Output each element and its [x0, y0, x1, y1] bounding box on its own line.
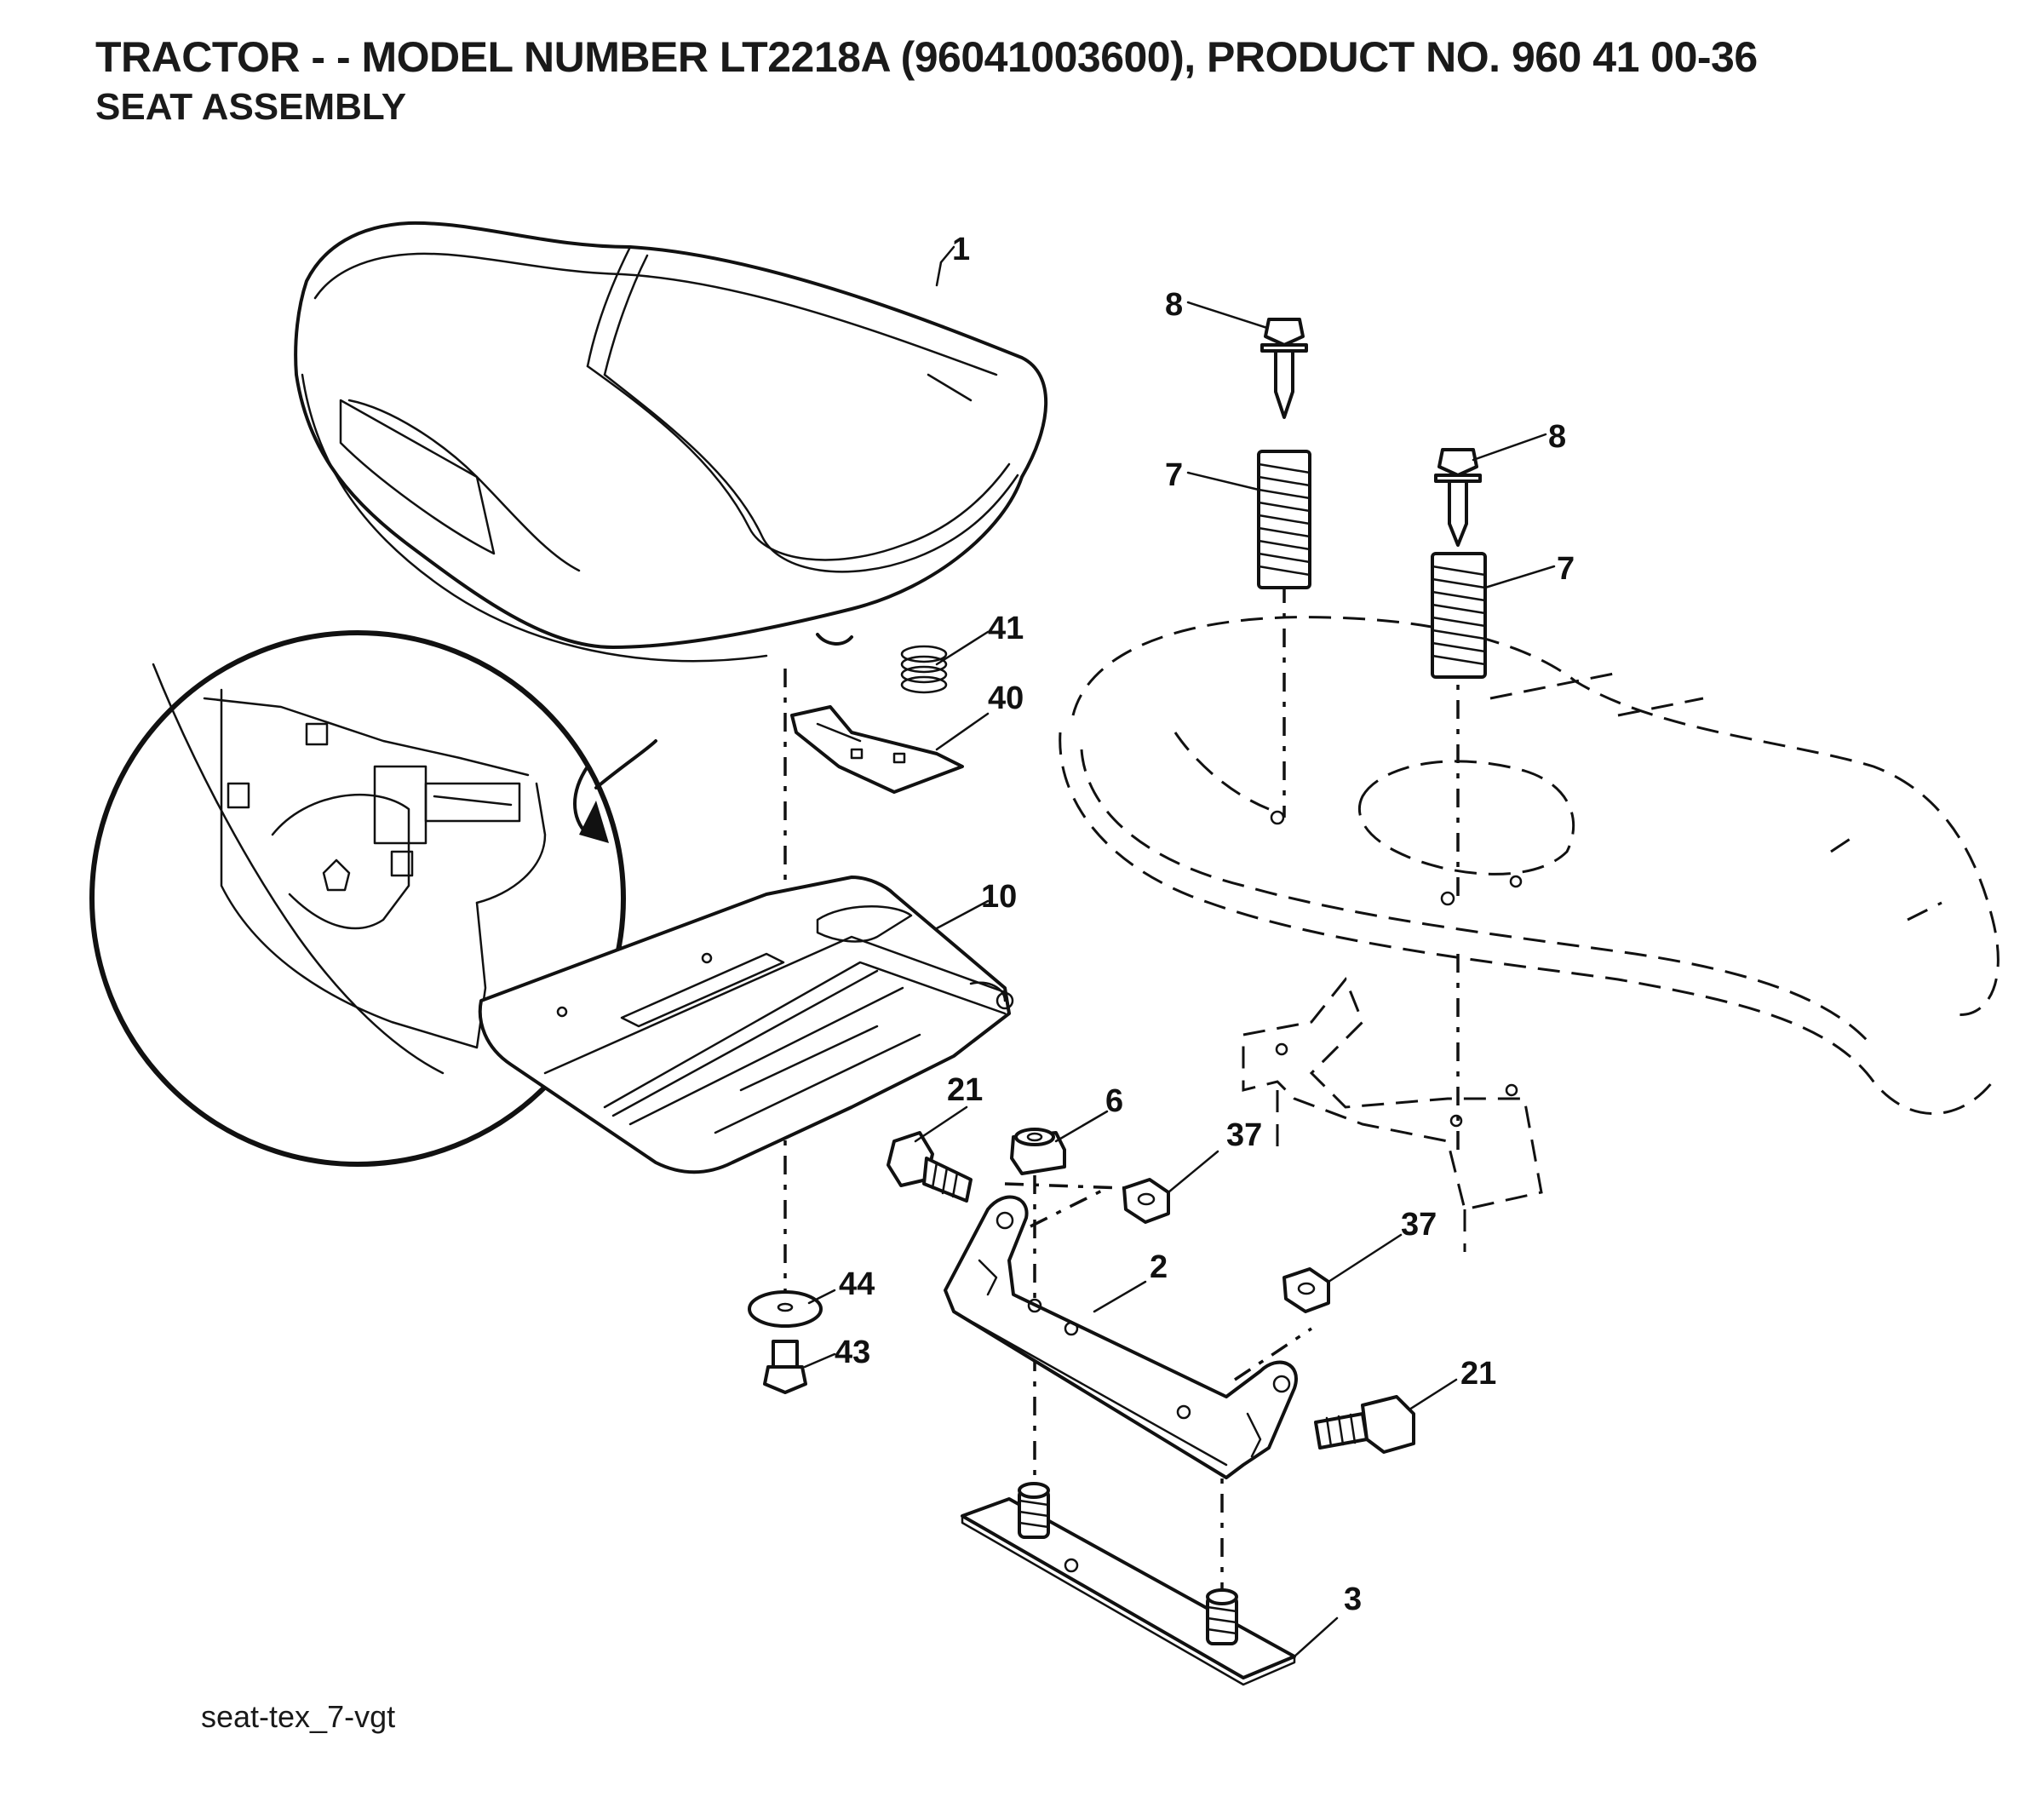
spring-7-left	[1257, 450, 1311, 589]
bolt-21-upper	[887, 1131, 973, 1203]
small-spring-41	[900, 645, 948, 694]
callout-10: 10	[981, 879, 1017, 915]
nut-37-lower	[1282, 1267, 1330, 1313]
bolt-21-lower	[1314, 1395, 1415, 1454]
callout-3: 3	[1344, 1582, 1362, 1617]
detail-magnifier	[89, 630, 657, 1167]
callout-7-left: 7	[1165, 457, 1183, 493]
callout-21-lower: 21	[1460, 1356, 1496, 1392]
seat-bracket-2	[944, 1195, 1298, 1479]
callout-6: 6	[1105, 1083, 1123, 1119]
callout-8-left: 8	[1165, 287, 1183, 323]
callout-labels: 1 8 8 7 7 41 40 10 21 6 37 2 37 44 43 21…	[835, 232, 1575, 1617]
callout-37-lower: 37	[1401, 1207, 1437, 1243]
seat-cushion	[294, 221, 1048, 663]
callout-21-upper: 21	[947, 1072, 983, 1108]
nut-37-upper	[1122, 1178, 1170, 1224]
mounting-plate-3	[961, 1482, 1296, 1686]
title-block: TRACTOR - - MODEL NUMBER LT2218A (960410…	[95, 31, 1758, 131]
spring-7-right	[1431, 552, 1487, 679]
screw-43	[763, 1340, 807, 1394]
bolt-8-left	[1260, 318, 1308, 419]
callout-41: 41	[988, 611, 1024, 646]
drawing-code: seat-tex_7-vgt	[201, 1699, 396, 1734]
page-title: TRACTOR - - MODEL NUMBER LT2218A (960410…	[95, 33, 1758, 81]
callout-8-right: 8	[1548, 419, 1566, 455]
callout-1: 1	[952, 232, 970, 267]
callout-7-right: 7	[1557, 551, 1575, 587]
washer-44	[748, 1290, 823, 1328]
seat-clip-40	[790, 705, 964, 794]
callout-40: 40	[988, 680, 1024, 716]
page-subtitle: SEAT ASSEMBLY	[95, 86, 407, 128]
bolt-8-right	[1434, 448, 1482, 547]
callout-37-upper: 37	[1226, 1117, 1262, 1153]
callout-43: 43	[835, 1335, 870, 1370]
lock-nut-6	[1010, 1128, 1066, 1175]
callout-2: 2	[1150, 1249, 1168, 1285]
leader-lines	[803, 245, 1556, 1658]
tractor-fender-outline	[1059, 616, 2000, 1252]
callout-44: 44	[839, 1266, 875, 1302]
seat-pan-10	[478, 876, 1014, 1174]
